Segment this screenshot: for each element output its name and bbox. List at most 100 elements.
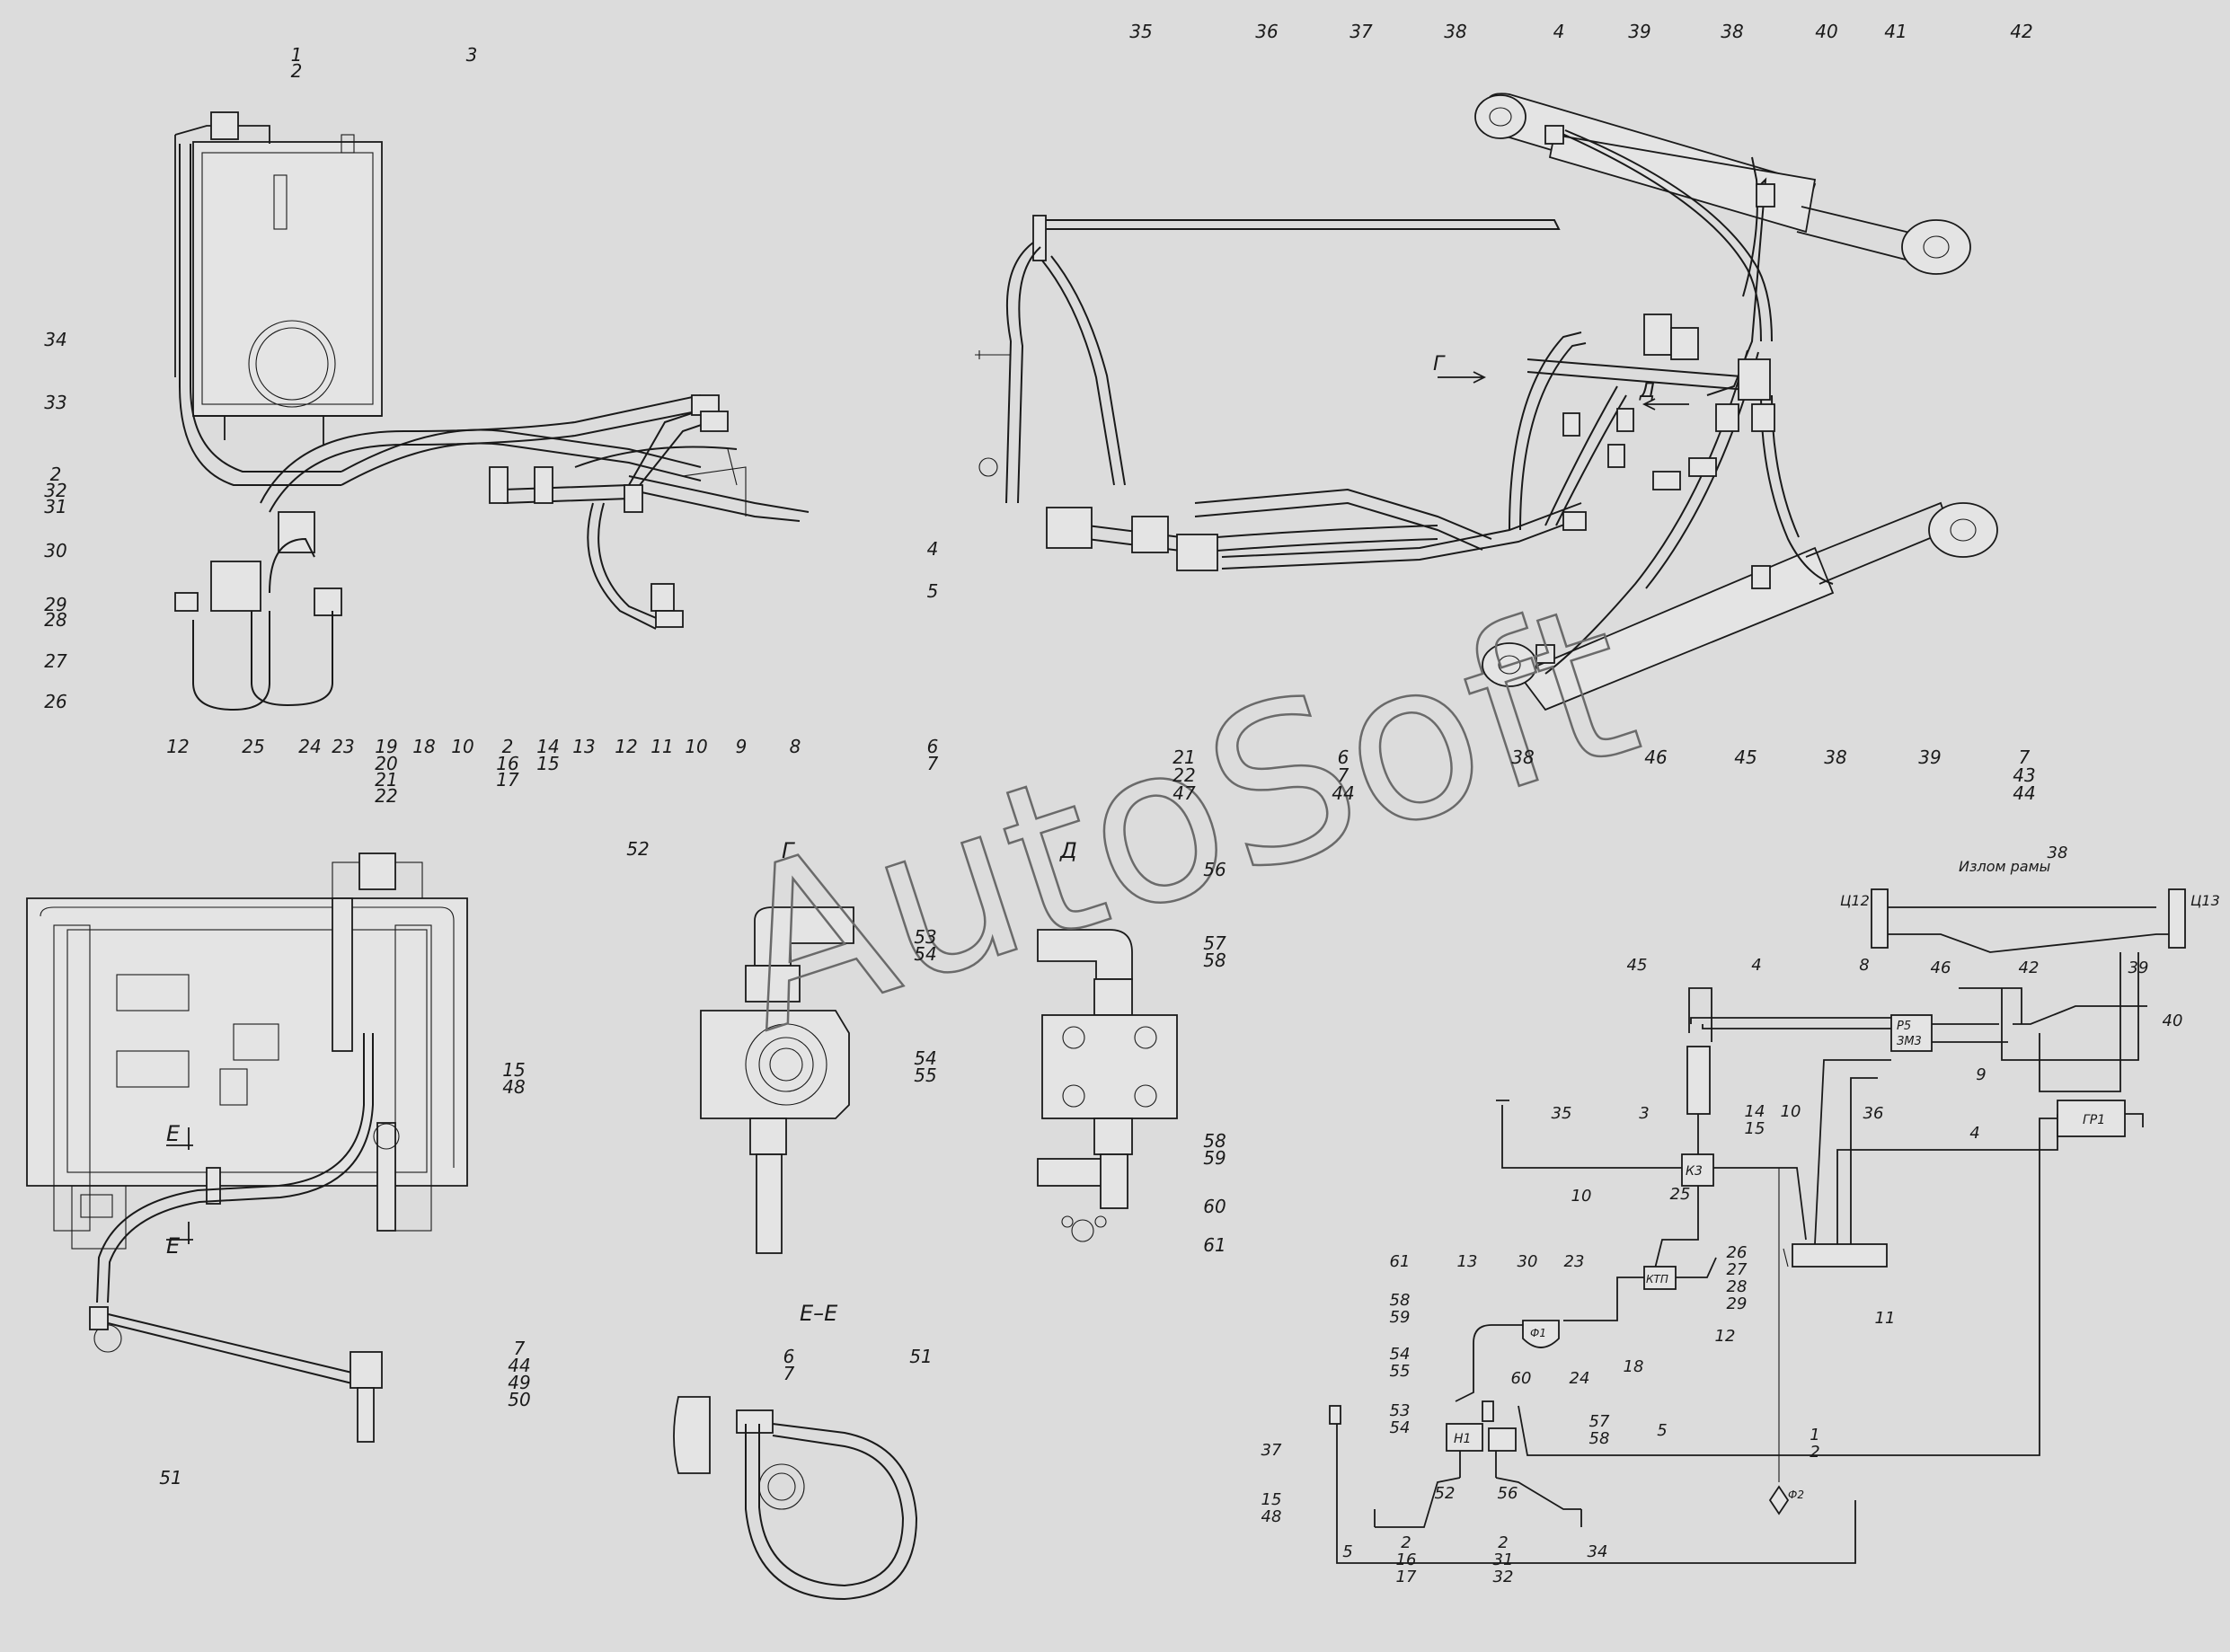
callout-20: 20: [375, 753, 397, 774]
steering-cylinder-upper: [1474, 93, 1971, 275]
callout-23: 23: [1564, 1252, 1585, 1271]
callout-37: 37: [1261, 1441, 1282, 1460]
callout-60: 60: [1203, 1196, 1226, 1217]
callout-56: 56: [1203, 859, 1226, 880]
callout-1: 1: [291, 44, 303, 66]
hydraulic-tank: [192, 141, 383, 417]
callout-5: 5: [927, 580, 939, 602]
callout-59: 59: [1203, 1147, 1226, 1169]
scheme-label-r5: Р5: [1897, 1020, 1911, 1033]
callout-25: 25: [1670, 1185, 1691, 1204]
callout-42: 42: [2010, 21, 2032, 42]
callout-4: 4: [927, 538, 939, 560]
callout-6: 6: [927, 736, 939, 757]
watermark: AutoSoft: [703, 554, 1661, 1080]
callout-7: 7: [1338, 764, 1350, 786]
callout-54: 54: [1390, 1418, 1411, 1437]
callout-60: 60: [1511, 1369, 1532, 1388]
callout-23: 23: [332, 736, 354, 757]
callout-8: 8: [790, 736, 801, 757]
valve-block: [210, 561, 261, 612]
callout-48: 48: [1261, 1507, 1282, 1526]
callout-18: 18: [1624, 1357, 1644, 1376]
callout-10: 10: [1781, 1102, 1801, 1121]
callout-26: 26: [1727, 1243, 1748, 1262]
callout-30: 30: [1518, 1252, 1538, 1271]
scheme-cylinder-ts12: [1871, 888, 1889, 949]
callout-10: 10: [1571, 1187, 1592, 1206]
callout-2: 2: [502, 736, 514, 757]
callout-13: 13: [1457, 1252, 1478, 1271]
callout-54: 54: [914, 943, 936, 965]
scheme-note-frame-break: Излом рамы: [1959, 858, 2050, 875]
callout-12: 12: [615, 736, 637, 757]
callout-15: 15: [1745, 1119, 1765, 1138]
callout-52: 52: [1435, 1484, 1456, 1503]
callout-2: 2: [1401, 1533, 1411, 1552]
callout-2: 2: [1810, 1443, 1819, 1462]
callout-45: 45: [1734, 746, 1757, 768]
callout-18: 18: [412, 736, 435, 757]
callout-56: 56: [1498, 1484, 1518, 1503]
callout-11: 11: [1875, 1309, 1896, 1328]
view-mark-g: Г: [1433, 353, 1446, 375]
valve-block-right: [1046, 507, 1093, 549]
callout-25: 25: [242, 736, 264, 757]
callout-53: 53: [914, 926, 936, 948]
callout-35: 35: [1129, 21, 1152, 42]
callout-17: 17: [1396, 1568, 1417, 1586]
callout-2: 2: [50, 464, 62, 485]
callout-21: 21: [375, 769, 397, 791]
tank-level-gauge: [332, 897, 353, 1052]
callout-43: 43: [2013, 764, 2035, 786]
callout-16: 16: [496, 753, 518, 774]
callout-39: 39: [1628, 21, 1650, 42]
view-tank-assembly: [174, 111, 810, 711]
callout-28: 28: [1727, 1277, 1748, 1296]
callout-8: 8: [1859, 956, 1869, 975]
view-frame-piping: Г Д: [975, 93, 1998, 711]
valve-41: [1643, 314, 1672, 356]
detail-d-title: Д: [1059, 838, 1077, 863]
callout-39: 39: [2128, 959, 2149, 977]
callout-17: 17: [496, 769, 519, 791]
callout-31: 31: [1493, 1550, 1514, 1569]
detail-g: Г: [700, 838, 854, 1254]
callout-5: 5: [1657, 1421, 1667, 1440]
filler-cap: [210, 111, 239, 140]
scheme-label-ktp: КТП: [1646, 1273, 1668, 1285]
callout-29: 29: [1727, 1294, 1748, 1313]
callout-61: 61: [1390, 1252, 1411, 1271]
callout-7: 7: [514, 1338, 526, 1359]
callout-57: 57: [1203, 932, 1226, 954]
callout-28: 28: [44, 609, 66, 631]
tee-42: [1738, 358, 1771, 401]
callout-22: 22: [375, 785, 397, 807]
callout-51: 51: [909, 1346, 932, 1367]
callout-4: 4: [1969, 1124, 1979, 1143]
callout-54: 54: [914, 1047, 936, 1069]
callout-58: 58: [1203, 950, 1226, 971]
callout-50: 50: [508, 1389, 530, 1410]
hose-valve-8: [650, 583, 675, 612]
callout-22: 22: [1173, 764, 1195, 786]
section-mark-e-top: Е: [166, 1121, 181, 1146]
callout-15: 15: [502, 1059, 525, 1081]
scheme-filter-f1: [1522, 1320, 1560, 1348]
callout-19: 19: [375, 736, 397, 757]
callout-21: 21: [1173, 746, 1195, 768]
callout-14: 14: [536, 736, 559, 757]
callout-55: 55: [1390, 1362, 1411, 1381]
callout-58: 58: [1589, 1429, 1610, 1448]
scheme-label-gr1: ГР1: [2083, 1113, 2105, 1127]
callout-38: 38: [1444, 21, 1466, 42]
callout-59: 59: [1390, 1308, 1411, 1327]
callout-9: 9: [1976, 1065, 1986, 1084]
scheme-label-k3: К3: [1686, 1164, 1703, 1179]
callout-38: 38: [2048, 844, 2068, 862]
callout-29: 29: [44, 594, 66, 615]
scheme-label-zm3: ЗМ3: [1897, 1035, 1922, 1048]
callout-32: 32: [1493, 1568, 1514, 1586]
